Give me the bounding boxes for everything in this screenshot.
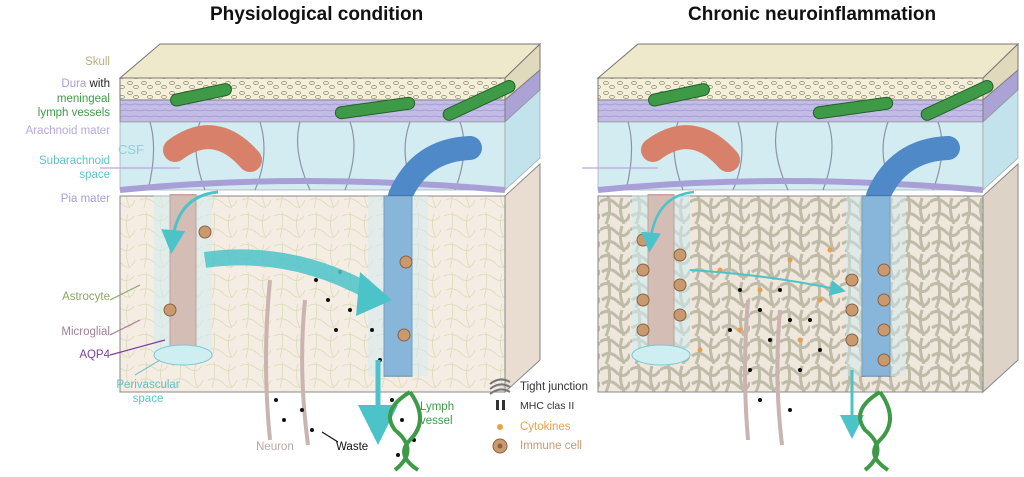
legend-immune-cell: Immune cell — [520, 440, 582, 452]
waste-dots-right — [728, 288, 822, 412]
meningeal-label-1: meningeal — [56, 93, 110, 105]
right-panel — [582, 42, 1020, 472]
neurons-left — [264, 279, 310, 446]
legend-icons — [489, 378, 511, 454]
lymph-label-2: vessel — [420, 415, 453, 427]
waste-label: Waste — [336, 441, 369, 453]
artery — [153, 125, 262, 366]
cytokines-right — [697, 247, 833, 353]
csf-flow-arrows-left — [161, 190, 398, 445]
lymph-label-1: Lymph — [420, 401, 455, 413]
csf-flow-arrows-right — [582, 167, 864, 439]
perivascular-label-2: space — [132, 393, 164, 405]
microglial-label: Microglial — [61, 326, 110, 338]
subarachnoid-label-1: Subarachnoid — [39, 155, 110, 167]
right-panel-title: Chronic neuroinflammation — [688, 4, 937, 25]
legend-tight-junction: Tight junction — [520, 381, 588, 393]
neuron-label: Neuron — [256, 441, 294, 453]
dura-word: Dura — [61, 78, 87, 90]
dura-label: Dura with — [10, 77, 110, 91]
aqp4-label: AQP4 — [79, 349, 110, 361]
pia-label: Pia mater — [60, 193, 110, 205]
immune-cells-right — [636, 233, 891, 367]
csf-label: CSF — [118, 142, 144, 157]
skull-label: Skull — [85, 56, 110, 68]
immune-cell-icon — [492, 438, 508, 454]
arachnoid-trabeculae — [147, 121, 465, 191]
cytokine-icon — [497, 424, 503, 430]
subarachnoid-label-2: space — [79, 169, 110, 181]
immune-cells-left — [163, 225, 413, 342]
lymph-vessel-right — [858, 390, 892, 472]
with-word: with — [89, 78, 110, 90]
vein — [368, 136, 482, 377]
mhc-icon — [496, 400, 505, 410]
astrocyte-label: Astrocyte — [62, 291, 110, 303]
left-panel-title: Physiological condition — [210, 4, 424, 25]
skull-layer — [118, 43, 542, 79]
arachnoid-label: Arachnoid mater — [25, 125, 110, 137]
neurons-right — [743, 299, 784, 446]
left-panel — [100, 42, 542, 472]
perivascular-label-1: Perivascular — [116, 379, 180, 391]
meningeal-lymph-vessels — [170, 79, 516, 121]
legend-cytokines: Cytokines — [520, 421, 571, 433]
lymph-vessel-left — [388, 390, 422, 472]
legend-mhc: MHC clas II — [520, 400, 575, 412]
pia-mater — [119, 178, 506, 193]
meningeal-label-2: lymph vessels — [37, 107, 110, 119]
tight-junction-icon — [489, 378, 511, 395]
